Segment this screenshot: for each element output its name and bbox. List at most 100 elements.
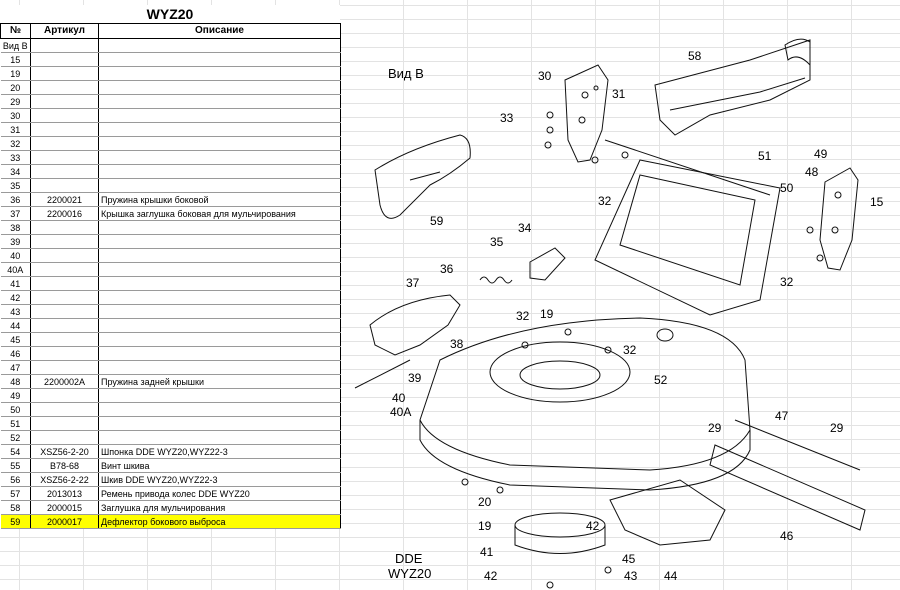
table-row[interactable]: 50	[0, 402, 341, 417]
header-number[interactable]: №	[0, 23, 31, 39]
row-number-cell[interactable]: 45	[0, 332, 31, 347]
description-cell[interactable]: Ремень привода колес DDE WYZ20	[98, 486, 341, 501]
description-cell[interactable]	[98, 52, 341, 67]
article-cell[interactable]	[30, 248, 99, 263]
description-cell[interactable]	[98, 304, 341, 319]
row-number-cell[interactable]: 42	[0, 290, 31, 305]
article-cell[interactable]	[30, 136, 99, 151]
table-row[interactable]: 45	[0, 332, 341, 347]
article-cell[interactable]: 2200021	[30, 192, 99, 207]
row-number-cell[interactable]: 47	[0, 360, 31, 375]
description-cell[interactable]	[98, 388, 341, 403]
article-cell[interactable]	[30, 94, 99, 109]
article-cell[interactable]	[30, 402, 99, 417]
description-cell[interactable]	[98, 346, 341, 361]
row-number-cell[interactable]: 35	[0, 178, 31, 193]
article-cell[interactable]	[30, 178, 99, 193]
description-cell[interactable]	[98, 248, 341, 263]
article-cell[interactable]: 2000017	[30, 514, 99, 529]
description-cell[interactable]: Винт шкива	[98, 458, 341, 473]
table-row[interactable]: 32	[0, 136, 341, 151]
article-cell[interactable]	[30, 388, 99, 403]
row-number-cell[interactable]: 44	[0, 318, 31, 333]
table-row[interactable]: 33	[0, 150, 341, 165]
article-cell[interactable]: 2013013	[30, 486, 99, 501]
table-row[interactable]: 44	[0, 318, 341, 333]
article-cell[interactable]: 2000015	[30, 500, 99, 515]
description-cell[interactable]	[98, 122, 341, 137]
article-cell[interactable]	[30, 164, 99, 179]
row-number-cell[interactable]: 52	[0, 430, 31, 445]
description-cell[interactable]	[98, 290, 341, 305]
row-number-cell[interactable]: 58	[0, 500, 31, 515]
article-cell[interactable]	[30, 38, 99, 53]
table-row[interactable]: 30	[0, 108, 341, 123]
article-cell[interactable]	[30, 318, 99, 333]
description-cell[interactable]: Крышка заглушка боковая для мульчировани…	[98, 206, 341, 221]
row-number-cell[interactable]: 30	[0, 108, 31, 123]
article-cell[interactable]	[30, 290, 99, 305]
article-cell[interactable]	[30, 220, 99, 235]
article-cell[interactable]	[30, 416, 99, 431]
row-number-cell[interactable]: 48	[0, 374, 31, 389]
table-row[interactable]: 20	[0, 80, 341, 95]
row-number-cell[interactable]: 38	[0, 220, 31, 235]
description-cell[interactable]	[98, 108, 341, 123]
table-row[interactable]: 29	[0, 94, 341, 109]
row-number-cell[interactable]: 41	[0, 276, 31, 291]
row-number-cell[interactable]: 55	[0, 458, 31, 473]
article-cell[interactable]: B78-68	[30, 458, 99, 473]
article-cell[interactable]	[30, 262, 99, 277]
article-cell[interactable]	[30, 346, 99, 361]
article-cell[interactable]	[30, 360, 99, 375]
header-description[interactable]: Описание	[98, 23, 341, 39]
table-row[interactable]: 40A	[0, 262, 341, 277]
table-row[interactable]: 51	[0, 416, 341, 431]
article-cell[interactable]	[30, 66, 99, 81]
table-row[interactable]: 40	[0, 248, 341, 263]
description-cell[interactable]	[98, 416, 341, 431]
article-cell[interactable]	[30, 108, 99, 123]
article-cell[interactable]: 2200016	[30, 206, 99, 221]
row-number-cell[interactable]: 19	[0, 66, 31, 81]
description-cell[interactable]	[98, 402, 341, 417]
row-number-cell[interactable]: 32	[0, 136, 31, 151]
row-number-cell[interactable]: 56	[0, 472, 31, 487]
article-cell[interactable]	[30, 80, 99, 95]
description-cell[interactable]	[98, 234, 341, 249]
table-row[interactable]: 19	[0, 66, 341, 81]
description-cell[interactable]	[98, 276, 341, 291]
table-row[interactable]: 47	[0, 360, 341, 375]
description-cell[interactable]	[98, 164, 341, 179]
article-cell[interactable]	[30, 52, 99, 67]
description-cell[interactable]	[98, 66, 341, 81]
description-cell[interactable]	[98, 136, 341, 151]
row-number-cell[interactable]: 43	[0, 304, 31, 319]
table-row[interactable]: 43	[0, 304, 341, 319]
table-row[interactable]: 46	[0, 346, 341, 361]
row-number-cell[interactable]: 33	[0, 150, 31, 165]
row-number-cell[interactable]: 20	[0, 80, 31, 95]
description-cell[interactable]	[98, 80, 341, 95]
description-cell[interactable]	[98, 94, 341, 109]
row-number-cell[interactable]: 40	[0, 248, 31, 263]
table-row[interactable]: 31	[0, 122, 341, 137]
description-cell[interactable]: Заглушка для мульчирования	[98, 500, 341, 515]
row-number-cell[interactable]: 54	[0, 444, 31, 459]
table-row[interactable]: 39	[0, 234, 341, 249]
article-cell[interactable]: XSZ56-2-22	[30, 472, 99, 487]
table-row[interactable]: 34	[0, 164, 341, 179]
row-number-cell[interactable]: 34	[0, 164, 31, 179]
description-cell[interactable]	[98, 360, 341, 375]
description-cell[interactable]	[98, 178, 341, 193]
row-number-cell[interactable]: 51	[0, 416, 31, 431]
description-cell[interactable]: Шкив DDE WYZ20,WYZ22-3	[98, 472, 341, 487]
article-cell[interactable]	[30, 430, 99, 445]
row-number-cell[interactable]: 36	[0, 192, 31, 207]
